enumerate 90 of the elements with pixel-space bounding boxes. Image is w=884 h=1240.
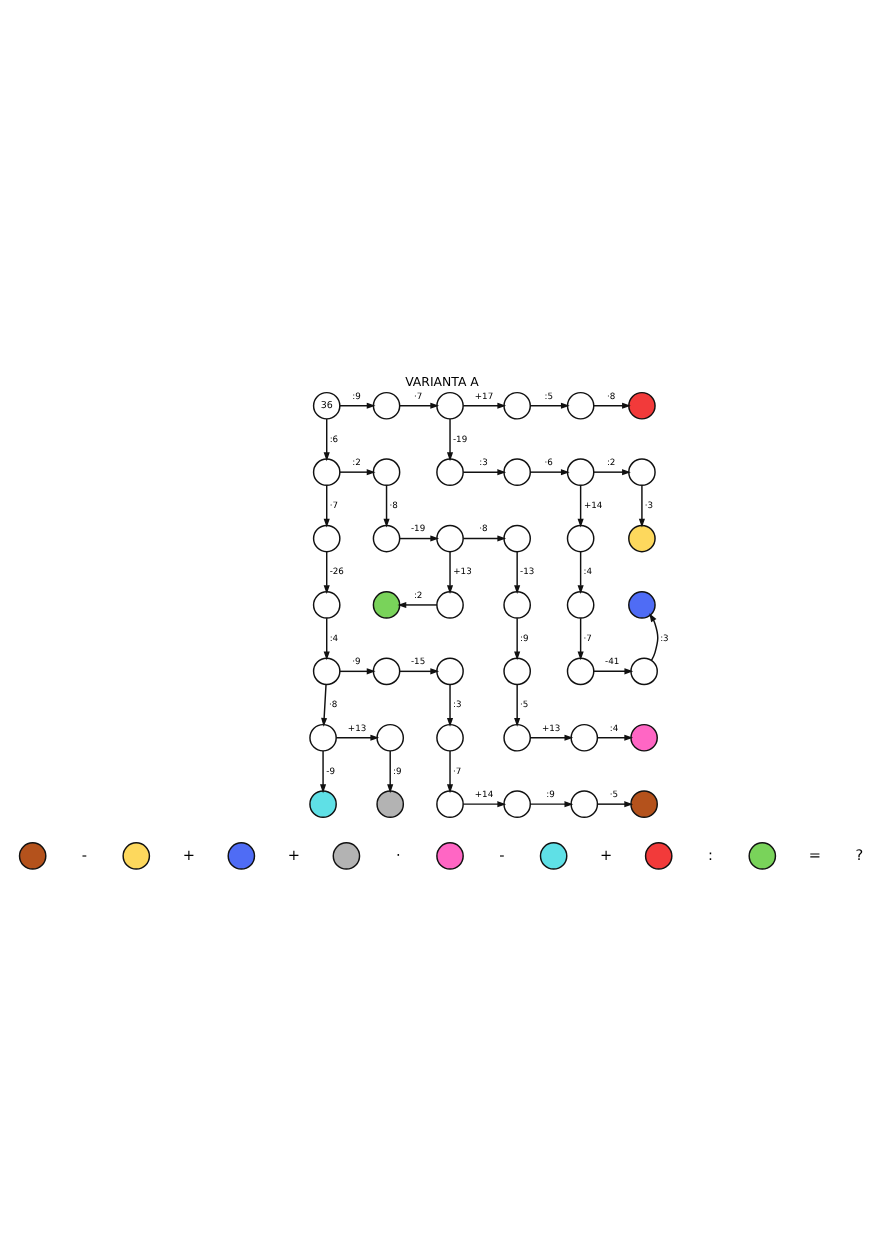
arrow bbox=[577, 483, 584, 527]
arrow bbox=[398, 667, 440, 674]
node-circle bbox=[503, 590, 531, 618]
node-circle bbox=[376, 789, 405, 817]
arrow bbox=[462, 800, 507, 807]
arrow bbox=[323, 483, 330, 527]
node-circle bbox=[312, 590, 341, 618]
arrow bbox=[387, 749, 394, 793]
node-circle bbox=[503, 390, 531, 419]
arrow bbox=[596, 733, 634, 740]
node-circle bbox=[436, 523, 464, 552]
node-circle bbox=[503, 656, 531, 685]
node-circle bbox=[628, 523, 656, 552]
node-circle bbox=[436, 722, 464, 751]
arrow bbox=[335, 733, 380, 740]
arrow bbox=[462, 534, 507, 541]
arrow bbox=[339, 468, 376, 475]
node-circle bbox=[18, 841, 47, 869]
node-circle bbox=[436, 457, 464, 485]
node-circle bbox=[332, 841, 361, 869]
node-circle bbox=[628, 457, 656, 485]
node-circle bbox=[566, 656, 595, 685]
node-circle bbox=[122, 841, 151, 869]
arrow bbox=[593, 468, 631, 475]
node-circle bbox=[372, 457, 401, 485]
node-circle bbox=[566, 590, 595, 618]
node-circle bbox=[503, 457, 531, 485]
arrow bbox=[398, 401, 440, 408]
node-circle bbox=[566, 390, 595, 419]
arrow bbox=[462, 401, 507, 408]
arrow bbox=[446, 550, 454, 593]
arrow bbox=[649, 612, 659, 661]
arrow bbox=[529, 800, 574, 807]
node-circle bbox=[539, 841, 568, 869]
node-circle bbox=[372, 390, 401, 419]
arrow bbox=[593, 667, 634, 674]
arrow bbox=[514, 616, 521, 660]
node-circle bbox=[630, 656, 658, 685]
node-circle bbox=[436, 590, 464, 618]
arrow bbox=[323, 550, 330, 593]
node-circle bbox=[570, 789, 599, 817]
arrow bbox=[577, 550, 584, 593]
node-circle bbox=[312, 656, 341, 685]
node-circle bbox=[503, 789, 531, 817]
arrow bbox=[514, 550, 521, 593]
node-circle bbox=[644, 841, 673, 869]
node-circle bbox=[372, 590, 401, 618]
node-circle bbox=[436, 656, 464, 685]
node-circle bbox=[376, 722, 405, 751]
node-circle bbox=[372, 523, 401, 552]
node-circle bbox=[312, 523, 341, 552]
node-circle bbox=[309, 789, 337, 817]
arrow bbox=[446, 682, 454, 726]
node-circle bbox=[748, 841, 777, 869]
arrow bbox=[462, 468, 507, 475]
arrow bbox=[638, 483, 645, 527]
node-circle bbox=[227, 841, 256, 869]
arrow bbox=[339, 401, 376, 408]
node-circle bbox=[628, 390, 656, 419]
arrow bbox=[514, 682, 521, 726]
arrow bbox=[593, 401, 631, 408]
node-circle bbox=[436, 789, 464, 817]
arrow bbox=[323, 616, 330, 660]
node-circle bbox=[570, 722, 599, 751]
node-circle bbox=[566, 457, 595, 485]
arrow bbox=[446, 417, 454, 461]
arrow bbox=[323, 417, 330, 461]
arrow bbox=[596, 800, 634, 807]
node-circle bbox=[436, 390, 464, 419]
arrow bbox=[383, 483, 390, 527]
arrow bbox=[529, 401, 570, 408]
arrow bbox=[446, 749, 454, 793]
arrow bbox=[529, 733, 574, 740]
node-circle bbox=[566, 523, 595, 552]
arrow bbox=[320, 749, 327, 793]
arrow bbox=[529, 468, 570, 475]
node-circle bbox=[309, 722, 337, 751]
arrow bbox=[397, 600, 438, 607]
node-circle bbox=[630, 722, 658, 751]
arrow bbox=[339, 667, 376, 674]
node-circle bbox=[503, 722, 531, 751]
node-circle bbox=[630, 789, 658, 817]
node-circle bbox=[503, 523, 531, 552]
node-circle bbox=[628, 590, 656, 618]
node-circle bbox=[312, 457, 341, 485]
node-circle bbox=[436, 841, 464, 869]
arrow bbox=[321, 682, 328, 726]
arrow bbox=[398, 534, 440, 541]
arrow bbox=[577, 616, 584, 660]
node-circle bbox=[372, 656, 401, 685]
